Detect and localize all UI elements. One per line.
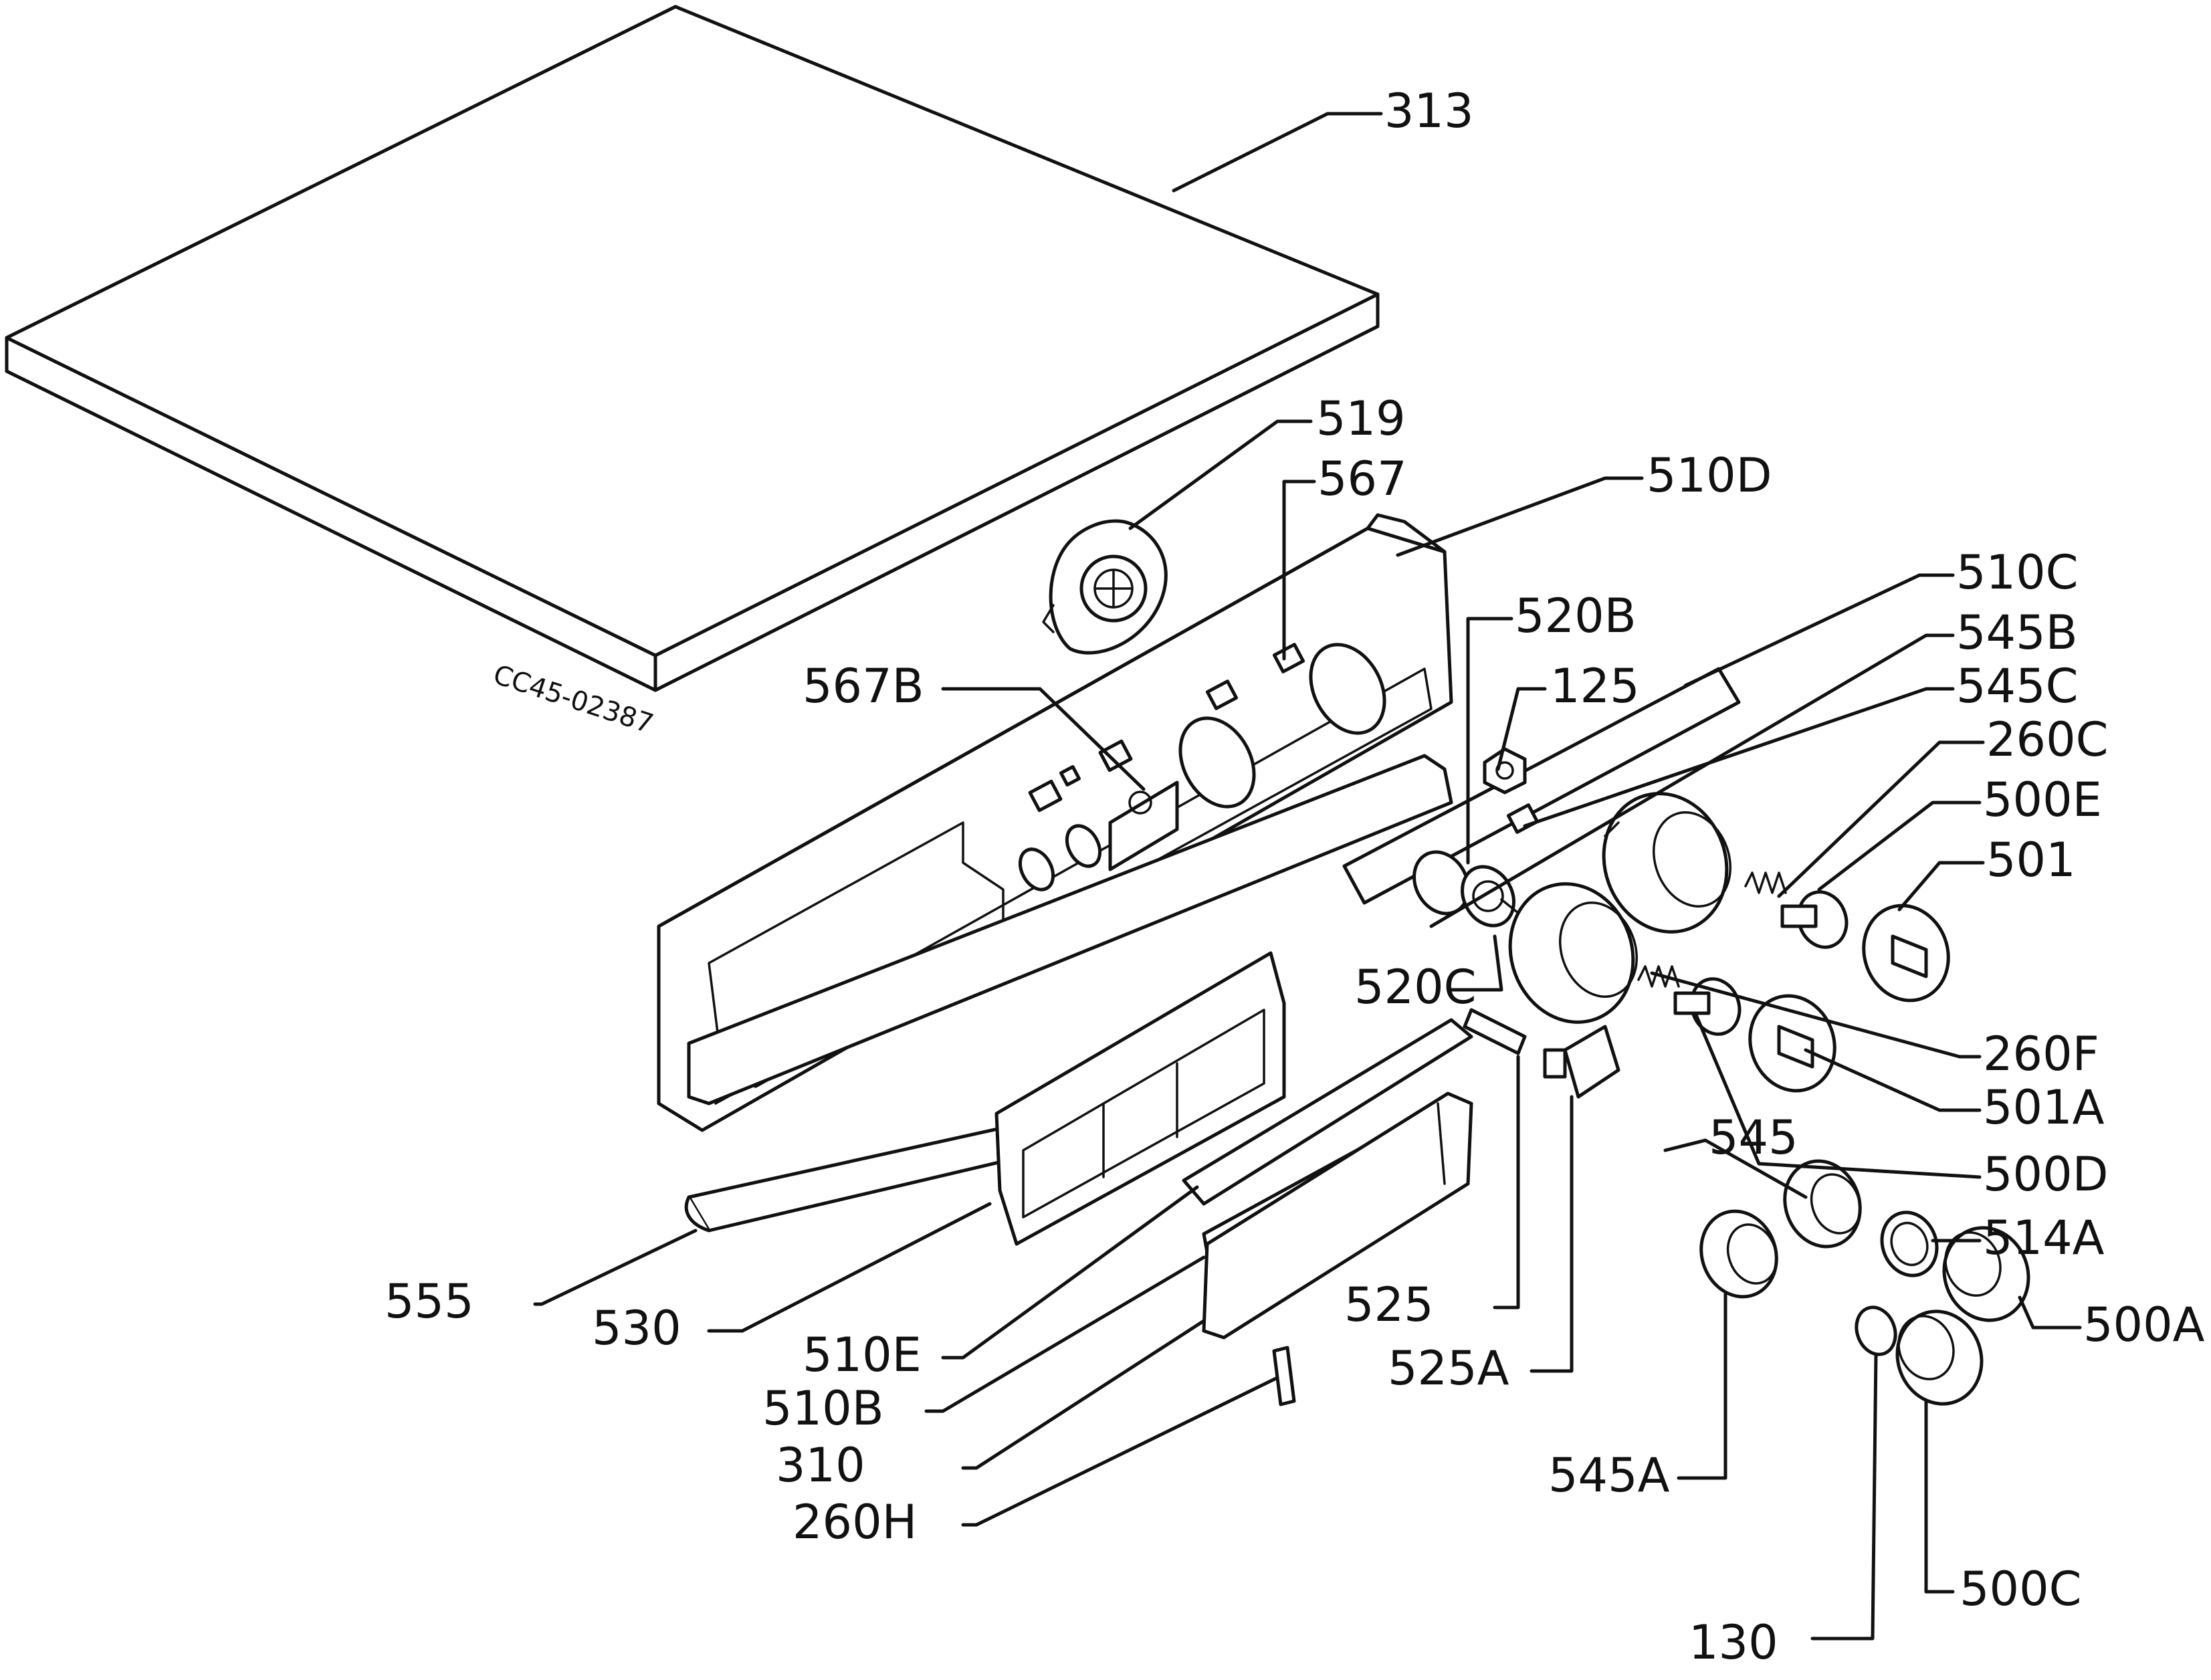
label-501: 501 xyxy=(1986,833,2076,887)
label-545b: 545B xyxy=(1956,605,2078,660)
label-260h: 260H xyxy=(793,1495,917,1550)
label-500c: 500C xyxy=(1960,1562,2082,1616)
label-514a: 514A xyxy=(1983,1211,2105,1265)
label-130: 130 xyxy=(1689,1615,1778,1670)
part-500a-knob xyxy=(1942,1226,2030,1322)
label-125: 125 xyxy=(1550,659,1640,714)
label-500a: 500A xyxy=(2083,1297,2205,1352)
label-260c: 260C xyxy=(1986,712,2109,767)
part-260c-spring xyxy=(1744,871,1787,894)
label-519: 519 xyxy=(1316,391,1406,446)
label-567: 567 xyxy=(1318,451,1407,506)
label-520c: 520C xyxy=(1354,960,1477,1015)
part-525-pin xyxy=(1463,1008,1527,1055)
part-530-dispenser xyxy=(994,951,1286,1246)
label-530: 530 xyxy=(592,1301,681,1356)
label-555: 555 xyxy=(385,1274,474,1329)
part-510e-strip xyxy=(1182,1018,1473,1206)
part-510d-control-panel xyxy=(657,513,1453,1132)
label-545c: 545C xyxy=(1956,659,2079,714)
part-130-washer xyxy=(1855,1305,1897,1356)
label-260f: 260F xyxy=(1983,1027,2099,1081)
label-313: 313 xyxy=(1384,84,1474,138)
label-545a: 545A xyxy=(1548,1448,1670,1503)
part-310-handle xyxy=(1202,1091,1473,1340)
part-260f-spring xyxy=(1637,965,1680,988)
part-501a-knob xyxy=(1748,994,1836,1093)
label-310: 310 xyxy=(776,1438,865,1493)
label-510e: 510E xyxy=(803,1328,922,1382)
part-545-bushing xyxy=(1783,1159,1862,1249)
label-525a: 525A xyxy=(1388,1341,1509,1396)
part-545b-cap xyxy=(1602,792,1731,934)
leader-lines xyxy=(533,112,2082,1641)
label-500d: 500D xyxy=(1983,1147,2109,1202)
label-520b: 520B xyxy=(1515,589,1637,643)
part-500e-shaft xyxy=(1780,890,1849,949)
label-545: 545 xyxy=(1709,1110,1798,1165)
label-525: 525 xyxy=(1344,1277,1434,1332)
part-125-nut xyxy=(1483,747,1527,795)
part-525a-button xyxy=(1543,1025,1620,1099)
callout-labels: 313 519 567 510D 510C 520B 545B 125 545C… xyxy=(385,84,2205,1670)
label-510d: 510D xyxy=(1647,448,1772,503)
part-260h-spring xyxy=(1272,1346,1296,1406)
part-545a-bushing xyxy=(1699,1209,1778,1299)
part-313-top-cover xyxy=(5,5,1380,692)
part-514a-ring xyxy=(1880,1211,1939,1277)
part-519-dial xyxy=(1042,519,1168,655)
label-501a: 501A xyxy=(1983,1080,2105,1135)
label-510b: 510B xyxy=(762,1381,884,1436)
label-500e: 500E xyxy=(1983,772,2102,827)
part-501-knob xyxy=(1862,904,1950,1003)
label-567b: 567B xyxy=(803,659,924,714)
part-500c-knob xyxy=(1895,1309,1984,1406)
part-545c-cap xyxy=(1508,882,1638,1024)
part-510c-strip xyxy=(1342,667,1741,905)
label-510c: 510C xyxy=(1956,545,2079,600)
